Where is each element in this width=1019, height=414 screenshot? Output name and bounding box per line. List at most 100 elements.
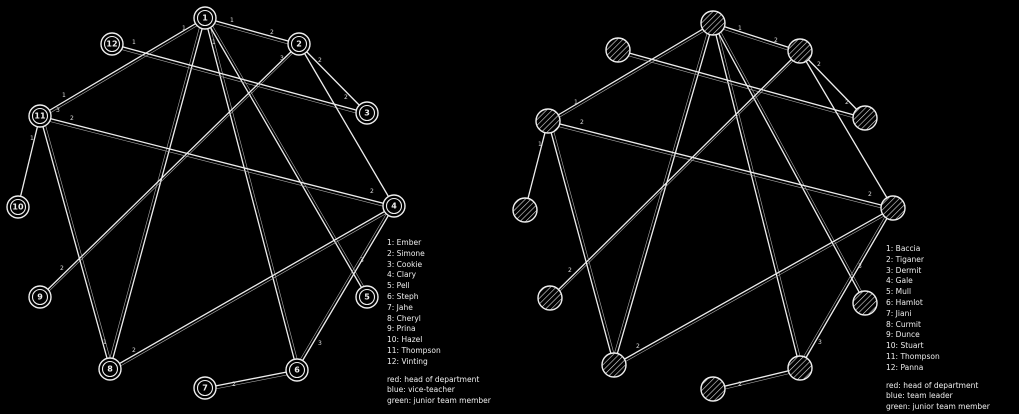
legend-note: green: junior team member — [387, 396, 491, 406]
left-node-2[interactable]: 2 — [287, 32, 311, 56]
svg-text:1: 1 — [62, 92, 66, 99]
left-node-4-label: 4 — [391, 202, 397, 211]
right-node-6[interactable] — [787, 355, 813, 381]
svg-text:1: 1 — [182, 25, 186, 32]
left-node-1-label: 1 — [202, 14, 208, 23]
legend-item: 3: Dermit — [886, 265, 922, 275]
svg-text:2: 2 — [370, 188, 374, 195]
left-edges — [17, 17, 395, 392]
svg-text:3: 3 — [818, 339, 822, 346]
left-node-8-label: 8 — [107, 365, 113, 374]
legend-note: blue: team leader — [886, 391, 953, 401]
legend-item: 10: Stuart — [886, 341, 924, 351]
svg-text:2: 2 — [817, 61, 821, 68]
svg-text:1: 1 — [103, 339, 107, 346]
svg-text:1: 1 — [574, 99, 578, 106]
legend-item: 9: Dunce — [886, 330, 920, 340]
left-node-10-label: 10 — [12, 203, 24, 212]
svg-text:1: 1 — [538, 141, 542, 148]
svg-text:1: 1 — [230, 17, 234, 24]
svg-text:2: 2 — [132, 347, 136, 354]
svg-text:1: 1 — [212, 39, 216, 46]
svg-text:2: 2 — [868, 191, 872, 198]
legend-item: 2: Simone — [387, 248, 425, 258]
left-node-11[interactable]: 11 — [28, 104, 52, 128]
right-node-1[interactable] — [700, 10, 726, 36]
svg-text:3: 3 — [360, 257, 364, 264]
legend-note: red: head of department — [886, 380, 979, 390]
svg-text:1: 1 — [30, 135, 34, 142]
right-node-12[interactable] — [605, 37, 631, 63]
legend-item: 2: Tiganer — [886, 254, 924, 264]
left-edge-marks: 1 2 1 1 1 2 2 3 3 2 2 1 2 2 3 3 2 1 1 — [30, 17, 374, 388]
left-node-12[interactable]: 12 — [100, 32, 124, 56]
left-node-8[interactable]: 8 — [98, 357, 122, 381]
left-node-3[interactable]: 3 — [355, 101, 379, 125]
right-node-2[interactable] — [787, 38, 813, 64]
left-node-6-label: 6 — [294, 366, 300, 375]
svg-text:2: 2 — [60, 265, 64, 272]
right-node-10[interactable] — [512, 197, 538, 223]
left-node-7[interactable]: 7 — [193, 376, 217, 400]
svg-text:2: 2 — [738, 381, 742, 388]
left-node-9[interactable]: 9 — [28, 285, 52, 309]
right-graph: 1 2 1 2 2 2 2 1 2 2 3 3 2 — [512, 10, 906, 402]
left-node-4[interactable]: 4 — [382, 194, 406, 218]
svg-text:1: 1 — [132, 39, 136, 46]
legend-item: 7: Jiani — [886, 308, 912, 318]
legend-item: 7: Jahe — [387, 302, 413, 312]
left-node-2-label: 2 — [296, 40, 302, 49]
svg-text:3: 3 — [318, 340, 322, 347]
legend-item: 1: Baccia — [886, 244, 921, 253]
right-nodes — [512, 10, 906, 402]
left-legend: 1: Ember 2: Simone 3: Cookie 4: Clary 5:… — [387, 238, 491, 407]
left-node-1[interactable]: 1 — [193, 6, 217, 30]
right-node-4[interactable] — [880, 195, 906, 221]
legend-note: green: junior team member — [886, 402, 990, 412]
svg-text:3: 3 — [858, 263, 862, 270]
svg-text:2: 2 — [580, 119, 584, 126]
legend-item: 4: Clary — [387, 270, 417, 280]
left-node-3-label: 3 — [364, 109, 370, 118]
right-node-8[interactable] — [601, 352, 627, 378]
right-edges — [524, 22, 894, 393]
legend-item: 10: Hazel — [387, 335, 423, 345]
legend-item: 6: Hamlot — [886, 297, 923, 307]
legend-item: 3: Cookie — [387, 259, 423, 269]
right-node-11[interactable] — [535, 108, 561, 134]
legend-item: 8: Cheryl — [387, 313, 421, 323]
left-node-5-label: 5 — [364, 293, 370, 302]
svg-text:2: 2 — [845, 99, 849, 106]
svg-text:2: 2 — [232, 381, 236, 388]
left-nodes: 1 2 3 4 5 — [6, 6, 406, 400]
legend-note: blue: vice-teacher — [387, 385, 455, 395]
right-edge-marks: 1 2 1 2 2 2 2 1 2 2 3 3 2 — [538, 25, 872, 388]
legend-item: 5: Mull — [886, 287, 912, 297]
legend-item: 12: Vinting — [387, 356, 428, 366]
right-legend: 1: Baccia 2: Tiganer 3: Dermit 4: Gale 5… — [886, 244, 990, 413]
right-node-9[interactable] — [537, 285, 563, 311]
left-node-11-label: 11 — [34, 112, 46, 121]
svg-text:2: 2 — [568, 267, 572, 274]
svg-text:2: 2 — [774, 37, 778, 44]
left-node-6[interactable]: 6 — [285, 358, 309, 382]
right-node-3[interactable] — [852, 105, 878, 131]
legend-item: 4: Gale — [886, 276, 913, 286]
left-node-5[interactable]: 5 — [355, 285, 379, 309]
svg-text:2: 2 — [270, 29, 274, 36]
svg-text:2: 2 — [344, 94, 348, 101]
legend-note: red: head of department — [387, 374, 480, 384]
legend-item: 6: Steph — [387, 291, 419, 301]
left-node-10[interactable]: 10 — [6, 195, 30, 219]
legend-item: 11: Thompson — [886, 351, 940, 361]
right-node-7[interactable] — [700, 376, 726, 402]
svg-text:2: 2 — [70, 115, 74, 122]
legend-item: 5: Pell — [387, 281, 410, 291]
legend-item: 12: Panna — [886, 362, 924, 372]
svg-text:3: 3 — [56, 107, 60, 114]
left-graph: 1 2 1 1 1 2 2 3 3 2 2 1 2 2 3 3 2 1 1 1 — [6, 6, 406, 400]
left-node-12-label: 12 — [106, 40, 117, 49]
legend-item: 1: Ember — [387, 238, 422, 247]
right-node-5[interactable] — [852, 290, 878, 316]
